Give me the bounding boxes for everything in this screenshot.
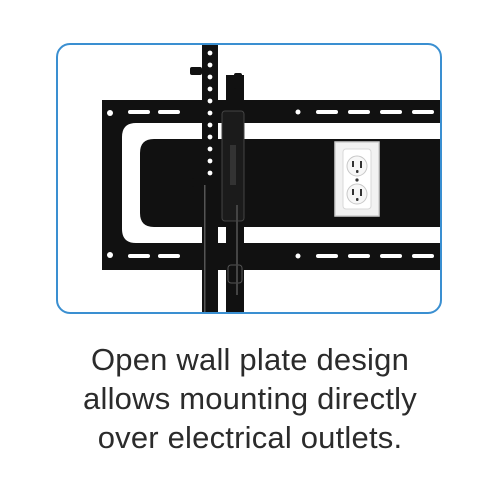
- caption-line-3: over electrical outlets.: [97, 420, 403, 455]
- bracket-arm-left: [190, 45, 218, 312]
- electrical-outlet: [334, 141, 380, 217]
- caption-line-2: allows mounting directly: [83, 381, 417, 416]
- wall-plate: [102, 100, 440, 270]
- caption-line-1: Open wall plate design: [90, 342, 410, 377]
- caption: Open wall plate design allows mounting d…: [0, 340, 500, 457]
- illustration-frame: [56, 43, 442, 314]
- wall-mount-illustration: [102, 45, 440, 312]
- bracket-arm-right: [221, 73, 245, 312]
